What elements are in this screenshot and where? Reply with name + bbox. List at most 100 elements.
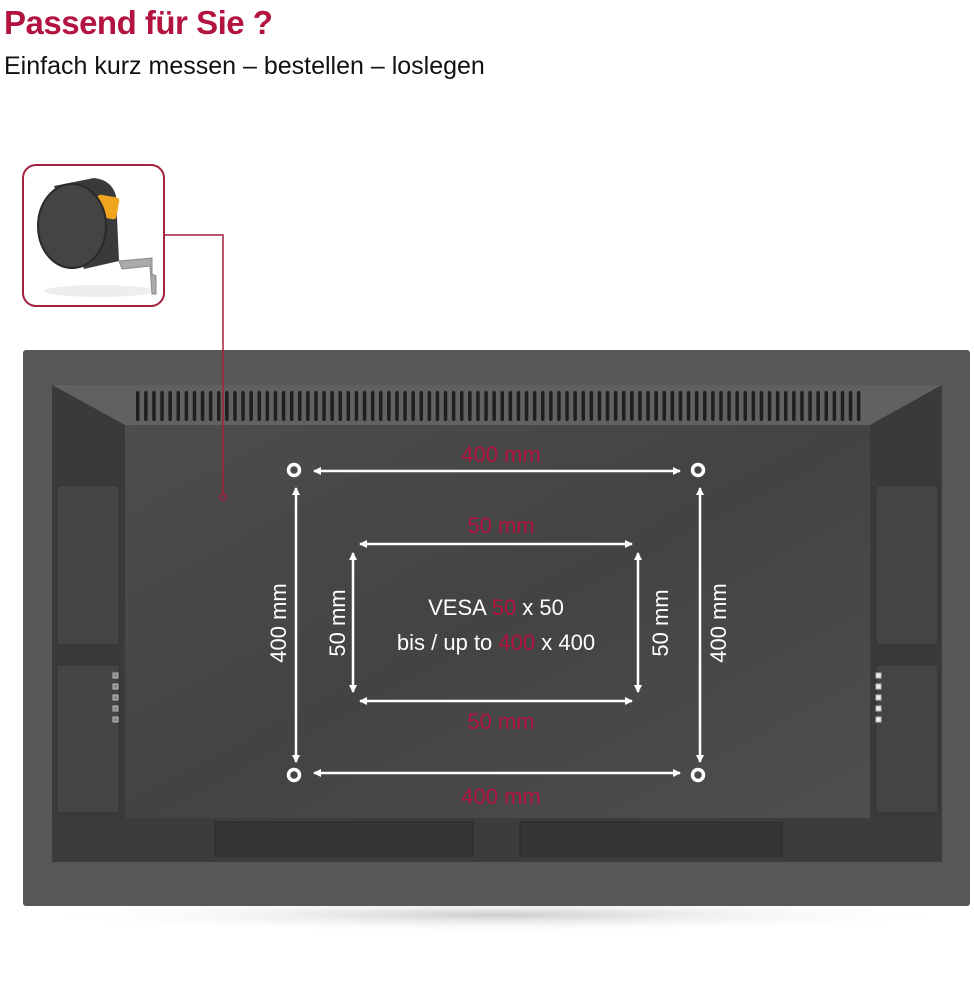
vent-slot	[257, 391, 261, 421]
vent-slot	[443, 391, 448, 421]
vent-slot	[281, 391, 286, 421]
vent-slot	[824, 391, 828, 421]
vent-slot	[476, 391, 480, 421]
vent-slot	[775, 391, 780, 421]
vent-slot	[549, 391, 553, 421]
vent-slot	[427, 391, 432, 421]
vent-slot	[330, 391, 334, 421]
vent-slot	[646, 391, 650, 421]
vent-slot	[532, 391, 537, 421]
vent-slot	[289, 391, 294, 421]
right-handle	[875, 484, 939, 646]
vent-slot	[249, 391, 253, 421]
side-button	[875, 672, 882, 679]
page-subtitle: Einfach kurz messen – bestellen – losleg…	[4, 52, 485, 80]
mount-hole-top-left	[286, 462, 302, 478]
label-inner-left: 50 mm	[325, 589, 350, 656]
mount-hole-bottom-left	[286, 767, 302, 783]
vent-slot	[719, 391, 723, 421]
vent-slot	[192, 391, 197, 421]
vent-slot	[395, 391, 399, 421]
side-button	[112, 672, 119, 679]
vent-slot	[711, 391, 715, 421]
vent-slot	[500, 391, 504, 421]
vent-slot	[217, 391, 221, 421]
right-side-panel	[875, 664, 939, 814]
vent-slot	[840, 391, 845, 421]
vent-slot	[654, 391, 658, 421]
vent-slot	[379, 391, 383, 421]
vent-slot	[306, 391, 310, 421]
mount-hole-bottom-right	[690, 767, 706, 783]
callout-dot	[219, 493, 227, 501]
vent-slot	[808, 391, 812, 421]
vent-slot	[557, 391, 561, 421]
vent-slot	[565, 391, 569, 421]
vent-slot	[816, 391, 820, 421]
side-button	[112, 694, 119, 701]
side-button	[875, 705, 882, 712]
side-buttons-left	[112, 672, 119, 723]
vent-slot	[589, 391, 594, 421]
vent-slot	[484, 391, 488, 421]
bottom-slot-left	[214, 821, 474, 857]
vent-slot	[200, 391, 205, 421]
vent-slot	[759, 391, 764, 421]
vent-slot	[662, 391, 666, 421]
vent-slot	[622, 391, 626, 421]
vent-slot	[735, 391, 739, 421]
side-button	[875, 694, 882, 701]
vent-slot	[767, 391, 772, 421]
vent-slot	[136, 391, 140, 421]
vesa-line-2: bis / up to 400 x 400	[397, 630, 595, 655]
vent-slot	[800, 391, 804, 421]
vent-slot	[613, 391, 618, 421]
bottom-slot-right	[519, 821, 783, 857]
vent-slot	[419, 391, 423, 421]
vent-slot	[670, 391, 675, 421]
vent-slot	[265, 391, 270, 421]
vent-slot	[678, 391, 683, 421]
label-outer-right: 400 mm	[706, 583, 731, 662]
vent-slot	[573, 391, 577, 421]
vent-slot	[638, 391, 642, 421]
label-inner-right: 50 mm	[648, 589, 673, 656]
side-buttons-right	[875, 672, 882, 723]
vent-slot	[492, 391, 496, 421]
vent-slot	[176, 391, 180, 421]
label-inner-top: 50 mm	[467, 513, 534, 538]
vent-slot	[516, 391, 521, 421]
vent-slot	[703, 391, 707, 421]
vent-grille	[136, 391, 861, 421]
vent-slot	[314, 391, 318, 421]
side-button	[112, 683, 119, 690]
vent-slot	[322, 391, 326, 421]
vent-slot	[784, 391, 788, 421]
label-outer-bottom: 400 mm	[461, 784, 540, 809]
callout-line	[162, 234, 224, 495]
tv-panel	[125, 425, 870, 818]
label-outer-top: 400 mm	[461, 442, 540, 467]
vent-slot	[751, 391, 756, 421]
vent-slot	[338, 391, 342, 421]
vent-slot	[403, 391, 407, 421]
tape-measure-icon	[37, 178, 157, 297]
vent-slot	[524, 391, 529, 421]
vent-slot	[694, 391, 699, 421]
vent-slot	[184, 391, 189, 421]
vent-slot	[460, 391, 464, 421]
vent-slot	[411, 391, 415, 421]
vent-slot	[468, 391, 472, 421]
label-outer-left: 400 mm	[266, 583, 291, 662]
side-button	[875, 683, 882, 690]
vent-slot	[856, 391, 861, 421]
vent-slot	[581, 391, 585, 421]
left-side-panel	[56, 664, 120, 814]
vent-slot	[362, 391, 367, 421]
vesa-line-1: VESA 50 x 50	[428, 595, 564, 620]
vent-slot	[832, 391, 837, 421]
vent-slot	[451, 391, 456, 421]
label-inner-bottom: 50 mm	[467, 709, 534, 734]
vent-slot	[792, 391, 796, 421]
